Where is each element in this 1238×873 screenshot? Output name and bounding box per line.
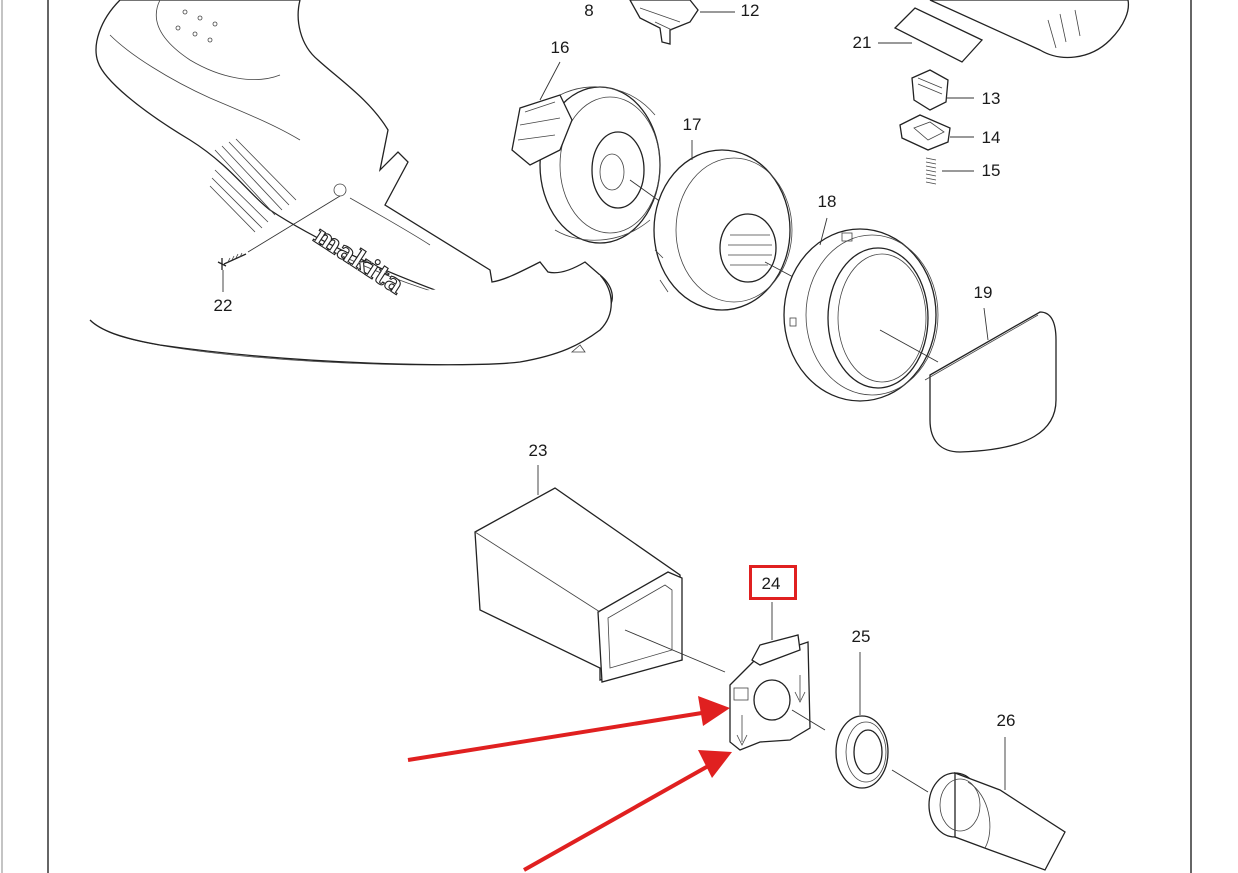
part-label-15: 15 [981, 161, 1001, 180]
bracket-12 [629, 0, 735, 45]
filter-ring-18 [783, 217, 939, 402]
dust-bag-23 [474, 465, 726, 683]
latch-base-14 [899, 114, 974, 151]
filter-housing-17 [653, 140, 796, 311]
motor-16 [511, 61, 666, 244]
latch-13 [911, 69, 974, 111]
part-label-13: 13 [981, 89, 1001, 108]
screw-22 [217, 195, 341, 292]
part-label-17: 17 [682, 115, 702, 134]
filter-pad-19 [924, 307, 1057, 453]
red-arrow-upper [407, 696, 730, 762]
part-label-16: 16 [550, 38, 570, 57]
part-label-14: 14 [981, 128, 1001, 147]
red-arrow-lower [523, 750, 732, 872]
nozzle-26 [928, 737, 1066, 871]
filter-plate-24 [729, 602, 826, 751]
part-label-19: 19 [973, 283, 993, 302]
part-label-18: 18 [817, 192, 837, 211]
dust-case-fragment [929, 0, 1130, 59]
part-label-22: 22 [213, 296, 233, 315]
spring-15 [925, 157, 974, 185]
plate-21 [878, 7, 984, 63]
part-label-8: 8 [584, 1, 594, 20]
part-label-12: 12 [740, 1, 760, 20]
part-label-23: 23 [528, 441, 548, 460]
part-label-24: 24 [761, 574, 781, 593]
seal-ring-25 [835, 652, 929, 793]
housing-part [89, 0, 613, 366]
part-label-21: 21 [852, 33, 872, 52]
part-label-26: 26 [996, 711, 1016, 730]
part-label-25: 25 [851, 627, 871, 646]
highlight-box-24 [749, 565, 797, 600]
